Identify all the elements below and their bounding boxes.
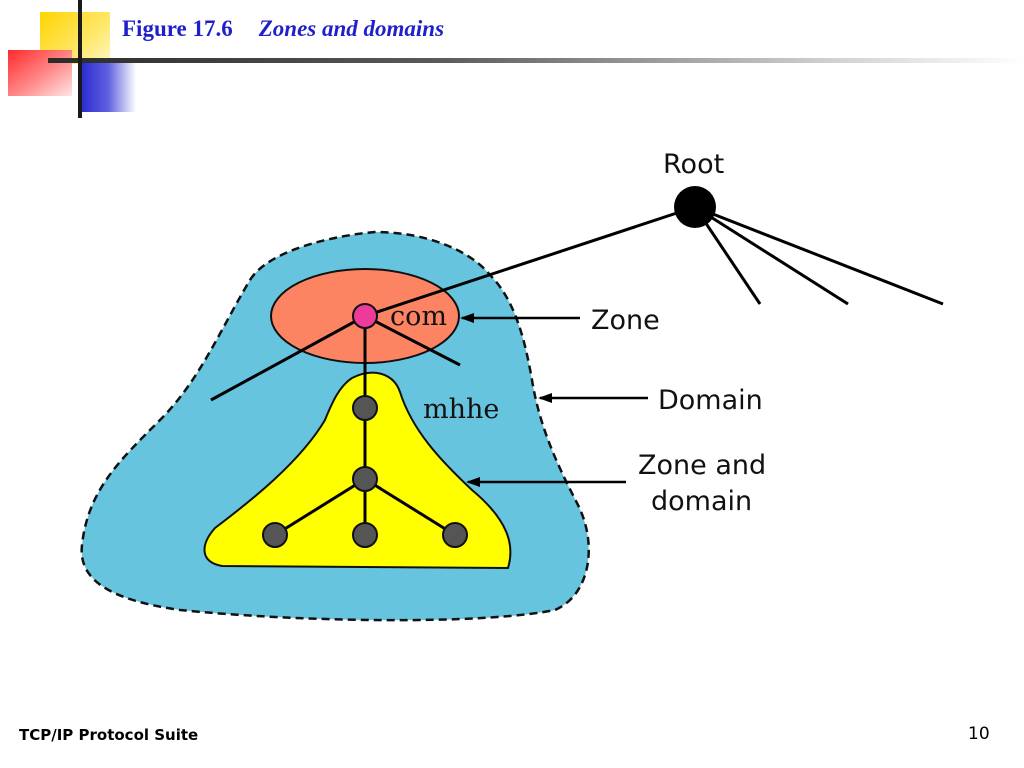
root-node — [674, 186, 716, 228]
decor-vertical-line — [78, 0, 82, 118]
decor-red-block — [8, 50, 72, 96]
domain-label: Domain — [658, 385, 763, 416]
leaf-node-right — [442, 522, 468, 548]
page-number: 10 — [968, 724, 990, 744]
figure-title: Zones and domains — [258, 16, 445, 41]
edge-root-branch-3 — [694, 205, 944, 306]
leaf-node-middle — [352, 522, 378, 548]
edge-com-branch-right — [364, 314, 461, 367]
figure-number: Figure 17.6 — [122, 16, 233, 41]
mhhe-child-node — [352, 466, 378, 492]
zone-and-domain-label-line1: Zone and — [638, 450, 766, 481]
leaf-node-left — [262, 522, 288, 548]
com-label: com — [390, 301, 447, 332]
zone-label: Zone — [591, 305, 660, 336]
edge-root-to-com — [364, 205, 696, 318]
decor-blue-block — [80, 62, 136, 112]
edge-child-to-leaf-left — [274, 477, 366, 537]
zone-and-domain-label-line2: domain — [651, 486, 752, 517]
edge-root-branch-2 — [694, 205, 849, 306]
title-underline — [48, 58, 1024, 63]
edge-child-to-leaf-right — [364, 477, 456, 537]
footer-title: TCP/IP Protocol Suite — [19, 726, 199, 744]
edge-com-branch-left — [210, 314, 366, 402]
root-label: Root — [663, 149, 724, 180]
mhhe-label: mhhe — [423, 394, 499, 425]
mhhe-node — [352, 395, 378, 421]
slide-title: Figure 17.6 Zones and domains — [122, 16, 444, 42]
com-node — [352, 303, 378, 329]
